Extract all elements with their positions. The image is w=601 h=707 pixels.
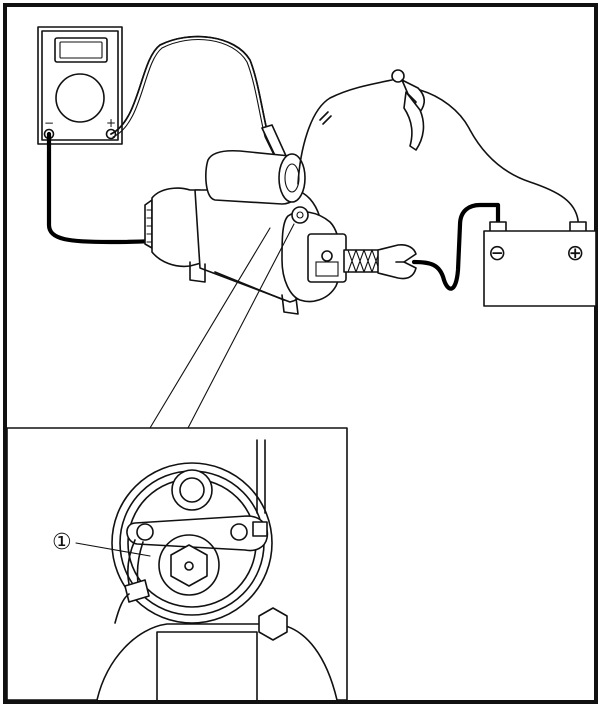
multimeter-dial xyxy=(55,73,105,123)
multimeter-display xyxy=(54,37,108,63)
negative-cable xyxy=(411,202,501,291)
battery-negative-symbol: ⊖ xyxy=(488,241,506,266)
ground-strap xyxy=(343,244,417,280)
meter-positive-label: + xyxy=(106,116,116,130)
magnify-line-left xyxy=(149,227,271,429)
callout-leader xyxy=(75,542,151,557)
battery-positive-symbol: ⊕ xyxy=(566,241,584,266)
detail-inset: ① xyxy=(6,427,348,701)
magnify-line-right xyxy=(187,223,295,429)
positive-test-lead xyxy=(297,69,579,227)
meter-negative-label: − xyxy=(44,116,54,130)
multimeter: − + xyxy=(37,26,123,145)
callout-number: ① xyxy=(52,530,72,555)
battery: ⊖ ⊕ xyxy=(483,221,597,307)
